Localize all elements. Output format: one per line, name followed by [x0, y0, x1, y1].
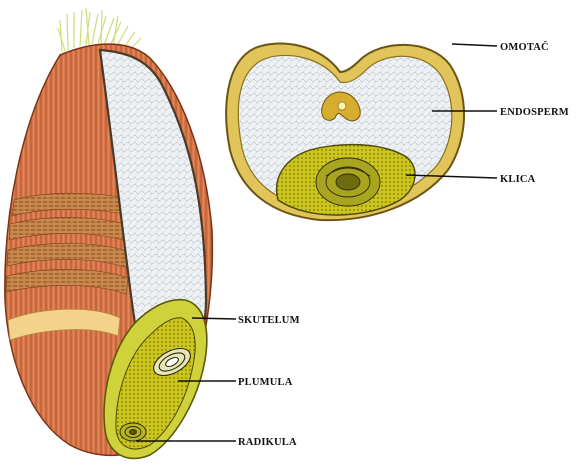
label-omotac: OMOTAČ: [500, 40, 549, 53]
label-endosperm: ENDOSPERM: [500, 107, 569, 118]
label-skutelum: SKUTELUM: [238, 315, 300, 326]
label-plumula: PLUMULA: [238, 377, 293, 388]
label-klica: KLICA: [500, 174, 536, 185]
germ-core: [316, 158, 380, 206]
longitudinal-section: [5, 8, 213, 458]
cross-section: [226, 43, 464, 220]
radikula-structure: [120, 423, 146, 441]
label-radikula: RADIKULA: [238, 437, 297, 448]
